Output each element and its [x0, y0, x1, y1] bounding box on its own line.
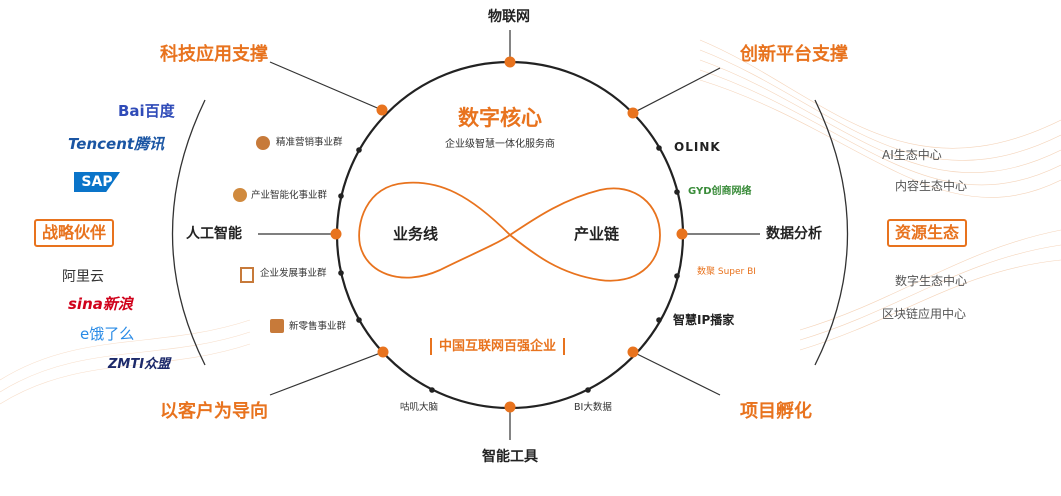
- right-loop-label: 产业链: [574, 225, 620, 243]
- gear-icon: [233, 188, 247, 202]
- left-node-label: 人工智能: [186, 226, 242, 242]
- partner-sina: sina新浪: [68, 295, 133, 313]
- connector-lines: [258, 30, 760, 440]
- partner-sap: SAP: [74, 172, 120, 192]
- eco-ai: AI生态中心: [882, 148, 942, 162]
- infinity-loop: [358, 181, 661, 282]
- logo-olink: OLINK: [674, 140, 721, 154]
- top-node-label: 物联网: [488, 9, 530, 25]
- ring-label-enterprise: 企业发展事业群: [260, 268, 327, 279]
- partner-zmt: ZMTI众盟: [108, 357, 171, 372]
- logo-superbi: 数聚 Super BI: [697, 267, 756, 277]
- eco-digital: 数字生态中心: [895, 274, 968, 288]
- partner-baidu: Bai百度: [118, 102, 175, 120]
- resource-ecosystem-label: 资源生态: [887, 219, 968, 247]
- decorative-waves-left: [0, 319, 251, 405]
- partner-aliyun: 阿里云: [62, 269, 104, 285]
- ring-label-marketing: 精准营销事业群: [276, 137, 343, 148]
- right-bracket: [814, 99, 849, 366]
- center-badge: 中国互联网百强企业: [430, 338, 566, 355]
- building-icon: [240, 267, 254, 283]
- left-bracket: [171, 99, 206, 366]
- corner-bottom-right: 项目孵化: [740, 401, 812, 422]
- left-loop-label: 业务线: [393, 225, 439, 243]
- ring-label-bi: BI大数据: [574, 402, 612, 413]
- corner-top-left: 科技应用支撑: [160, 44, 268, 65]
- decorative-waves-right: [699, 39, 1061, 351]
- right-node-label: 数据分析: [766, 226, 822, 242]
- center-subtitle: 企业级智慧一体化服务商: [445, 139, 555, 150]
- eco-blockchain: 区块链应用中心: [882, 307, 967, 321]
- shopping-bag-icon: [270, 319, 284, 333]
- small-dots: [338, 145, 680, 393]
- ring-label-brain: 咕叽大脑: [400, 402, 439, 413]
- center-title: 数字核心: [458, 106, 542, 130]
- logo-ip: 智慧IP播家: [673, 313, 735, 327]
- bottom-node-label: 智能工具: [482, 449, 538, 465]
- partner-tencent: Tencent腾讯: [68, 135, 165, 153]
- partner-eleme: e饿了么: [80, 325, 135, 343]
- strategic-partners-label: 战略伙伴: [34, 219, 115, 247]
- corner-bottom-left: 以客户为导向: [160, 401, 268, 422]
- marketing-icon: [256, 136, 270, 150]
- eco-content: 内容生态中心: [895, 179, 968, 193]
- ring-label-retail: 新零售事业群: [289, 321, 347, 332]
- ring-label-industry: 产业智能化事业群: [251, 190, 328, 201]
- logo-gyd: GYD创商网络: [688, 186, 752, 197]
- orange-nodes: [330, 56, 688, 413]
- corner-top-right: 创新平台支撑: [740, 44, 848, 65]
